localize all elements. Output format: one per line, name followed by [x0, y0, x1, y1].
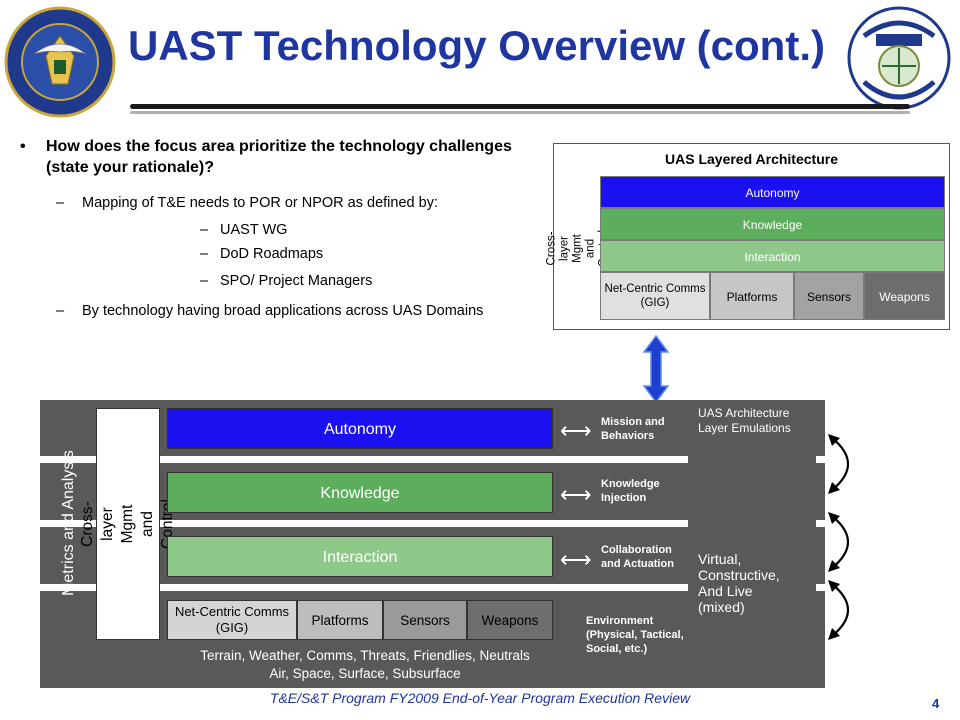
big-net-centric-text: Net-Centric Comms (GIG) [174, 604, 290, 635]
bullet-main: • How does the focus area prioritize the… [20, 136, 540, 180]
big-layer-net-centric: Net-Centric Comms (GIG) [167, 600, 297, 640]
sub-item-dod-roadmaps: DoD Roadmaps [220, 246, 324, 262]
metrics-analysis-text: Metrics and Analysis [60, 449, 77, 596]
small-architecture-title: UAS Layered Architecture [665, 151, 838, 167]
separator-bar [816, 520, 826, 527]
big-sensors-text: Sensors [400, 613, 450, 628]
dash-marker: – [56, 195, 65, 211]
big-cross-layer-box: Cross-layer Mgmt and Control [79, 408, 176, 640]
small-platforms-text: Platforms [726, 290, 778, 304]
terrain-line-1: Terrain, Weather, Comms, Threats, Friend… [200, 648, 530, 663]
small-layer-sensors: Sensors [794, 272, 864, 320]
horizontal-double-arrow-icon: ⟷ [560, 547, 592, 572]
page-number: 4 [932, 696, 940, 711]
note-knowledge-injection: Knowledge Injection [601, 478, 660, 504]
curved-double-arrow-icon [826, 510, 866, 574]
vertical-double-arrow-icon [642, 334, 670, 404]
big-weapons-text: Weapons [481, 613, 539, 628]
bullet-main-text: How does the focus area prioritize the t… [46, 138, 512, 176]
big-layer-platforms: Platforms [297, 600, 383, 640]
big-layer-knowledge: Knowledge [167, 472, 553, 513]
bullet-marker: • [20, 138, 26, 155]
dash-marker: – [200, 273, 209, 289]
dash-marker: – [56, 303, 65, 319]
small-layer-knowledge: Knowledge [600, 208, 945, 240]
footer-text: T&E/S&T Program FY2009 End-of-Year Progr… [269, 690, 691, 706]
horizontal-double-arrow-icon: ⟷ [560, 482, 592, 507]
small-layer-platforms: Platforms [710, 272, 794, 320]
horizontal-double-arrow-icon: ⟷ [560, 418, 592, 443]
separator-bar [40, 584, 688, 591]
small-sensors-text: Sensors [806, 290, 852, 304]
small-cross-layer-label: Cross-layer Mgmt and Control [546, 176, 610, 320]
curved-double-arrow-icon [826, 578, 866, 642]
trmc-seal-logo [4, 6, 116, 118]
separator-bar [40, 456, 688, 463]
small-layer-net-centric: Net-Centric Comms (GIG) [600, 272, 710, 320]
big-layer-interaction: Interaction [167, 536, 553, 577]
big-layer-sensors: Sensors [383, 600, 467, 640]
big-cross-layer-text: Cross-layer Mgmt and Control [79, 499, 176, 549]
test-evaluation-science-technology-logo [842, 4, 956, 112]
page-title: UAST Technology Overview (cont.) [128, 22, 825, 69]
sub-bullet-broad-applications-text: By technology having broad applications … [82, 303, 484, 319]
small-layer-autonomy: Autonomy [600, 176, 945, 208]
separator-bar [816, 456, 826, 463]
sub-item-uast-wg: UAST WG [220, 222, 288, 238]
note-environment: Environment (Physical, Tactical, Social,… [586, 615, 684, 655]
note-mission-behaviors: Mission and Behaviors [601, 416, 665, 442]
note-collaboration-actuation: Collaboration and Actuation [601, 544, 674, 570]
curved-double-arrow-icon [826, 432, 866, 496]
note-virtual-constructive-live: Virtual, Constructive, And Live (mixed) [698, 551, 780, 615]
sub-bullet-mapping-text: Mapping of T&E needs to POR or NPOR as d… [82, 195, 438, 211]
terrain-line-2: Air, Space, Surface, Subsurface [269, 666, 461, 681]
dash-marker: – [200, 246, 209, 262]
small-net-centric-text: Net-Centric Comms (GIG) [604, 283, 706, 309]
small-weapons-text: Weapons [879, 290, 930, 304]
separator-bar [816, 584, 826, 591]
separator-bar [40, 520, 688, 527]
sub-item-spo-project-managers: SPO/ Project Managers [220, 273, 373, 289]
small-layer-weapons: Weapons [864, 272, 945, 320]
title-divider-shadow [130, 111, 910, 114]
big-layer-autonomy: Autonomy [167, 408, 553, 449]
title-divider [130, 104, 910, 109]
big-platforms-text: Platforms [311, 613, 369, 628]
dash-marker: – [200, 222, 209, 238]
big-layer-weapons: Weapons [467, 600, 553, 640]
small-layer-interaction: Interaction [600, 240, 945, 272]
note-uas-architecture-emulations: UAS Architecture Layer Emulations [698, 406, 791, 435]
